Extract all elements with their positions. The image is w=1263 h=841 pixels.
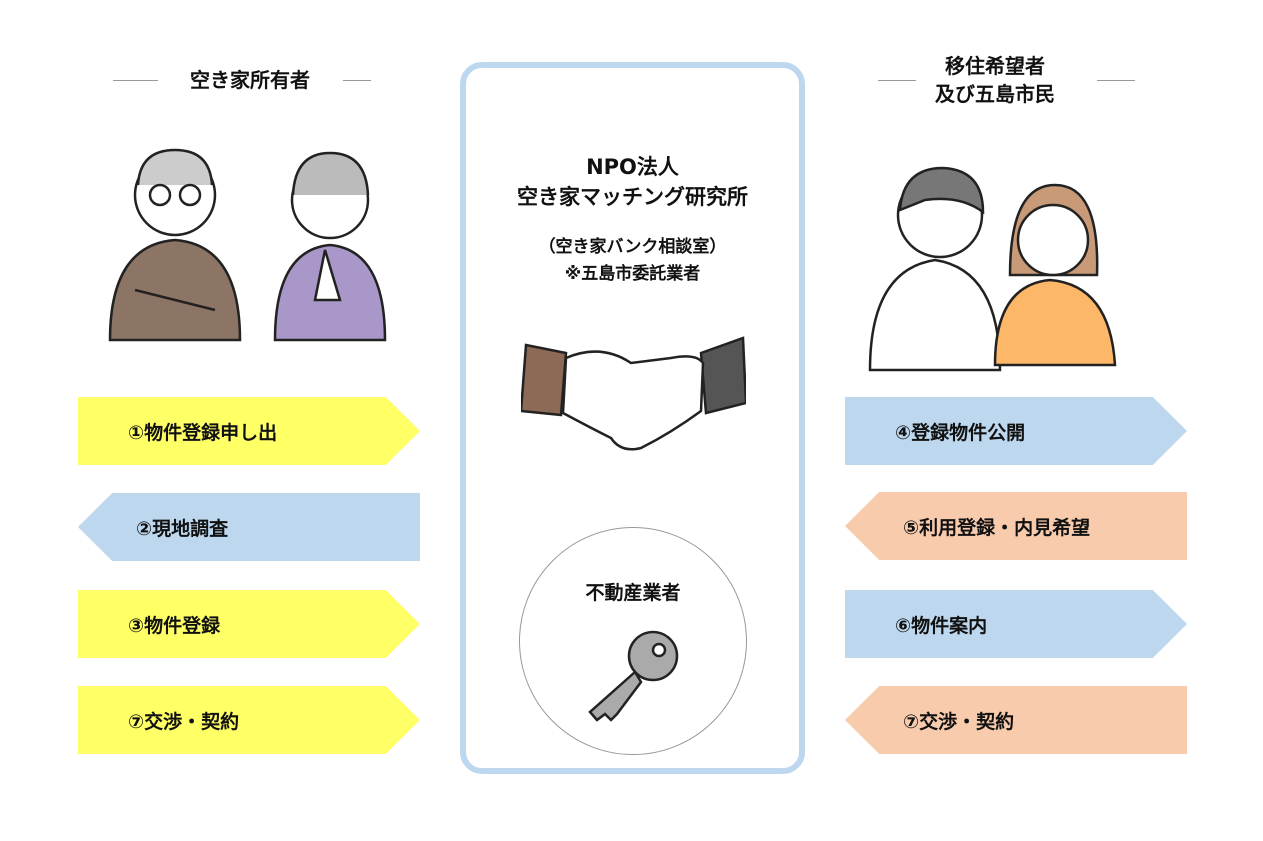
step-arrow-contract-resident: ⑦交渉・契約 [845, 686, 1187, 754]
npo-title: NPO法人 空き家マッチング研究所 [466, 152, 799, 212]
step-arrow-publish: ④登録物件公開 [845, 397, 1187, 465]
handshake-icon [521, 336, 746, 451]
step-arrow-contract-owner: ⑦交渉・契約 [78, 686, 420, 754]
resident-heading: 移住希望者 及び五島市民 [915, 52, 1075, 108]
step-label: ④登録物件公開 [895, 421, 1026, 444]
subtitle-line: ※五島市委託業者 [564, 264, 701, 284]
young-couple-illustration [868, 166, 1117, 372]
step-arrow-guide: ⑥物件案内 [845, 590, 1187, 658]
step-label: ⑦交渉・契約 [903, 710, 1015, 733]
divider [343, 80, 371, 81]
step-label: ⑤利用登録・内見希望 [903, 516, 1091, 539]
step-label: ⑦交渉・契約 [128, 710, 240, 733]
title-line: 空き家マッチング研究所 [517, 185, 748, 209]
title-line: NPO法人 [586, 155, 679, 179]
step-label: ⑥物件案内 [895, 614, 988, 637]
npo-subtitle: （空き家バンク相談室） ※五島市委託業者 [466, 234, 799, 288]
elderly-couple-illustration [108, 148, 387, 342]
divider [878, 80, 916, 81]
step-arrow-viewing-request: ⑤利用登録・内見希望 [845, 492, 1187, 560]
key-icon [588, 630, 679, 722]
step-arrow-site-survey: ②現地調査 [78, 493, 420, 561]
heading-line: 及び五島市民 [935, 82, 1055, 106]
step-arrow-register-request: ①物件登録申し出 [78, 397, 420, 465]
step-arrow-register: ③物件登録 [78, 590, 420, 658]
realtor-circle: 不動産業者 [519, 527, 747, 755]
npo-panel: NPO法人 空き家マッチング研究所 （空き家バンク相談室） ※五島市委託業者 [460, 62, 805, 774]
divider [113, 80, 158, 81]
owner-heading: 空き家所有者 [190, 68, 310, 92]
subtitle-line: （空き家バンク相談室） [538, 237, 727, 257]
divider [1097, 80, 1135, 81]
step-label: ①物件登録申し出 [128, 421, 278, 444]
realtor-label: 不動産業者 [585, 582, 681, 604]
step-label: ②現地調査 [136, 517, 229, 540]
step-label: ③物件登録 [128, 614, 221, 637]
heading-line: 移住希望者 [945, 54, 1045, 78]
